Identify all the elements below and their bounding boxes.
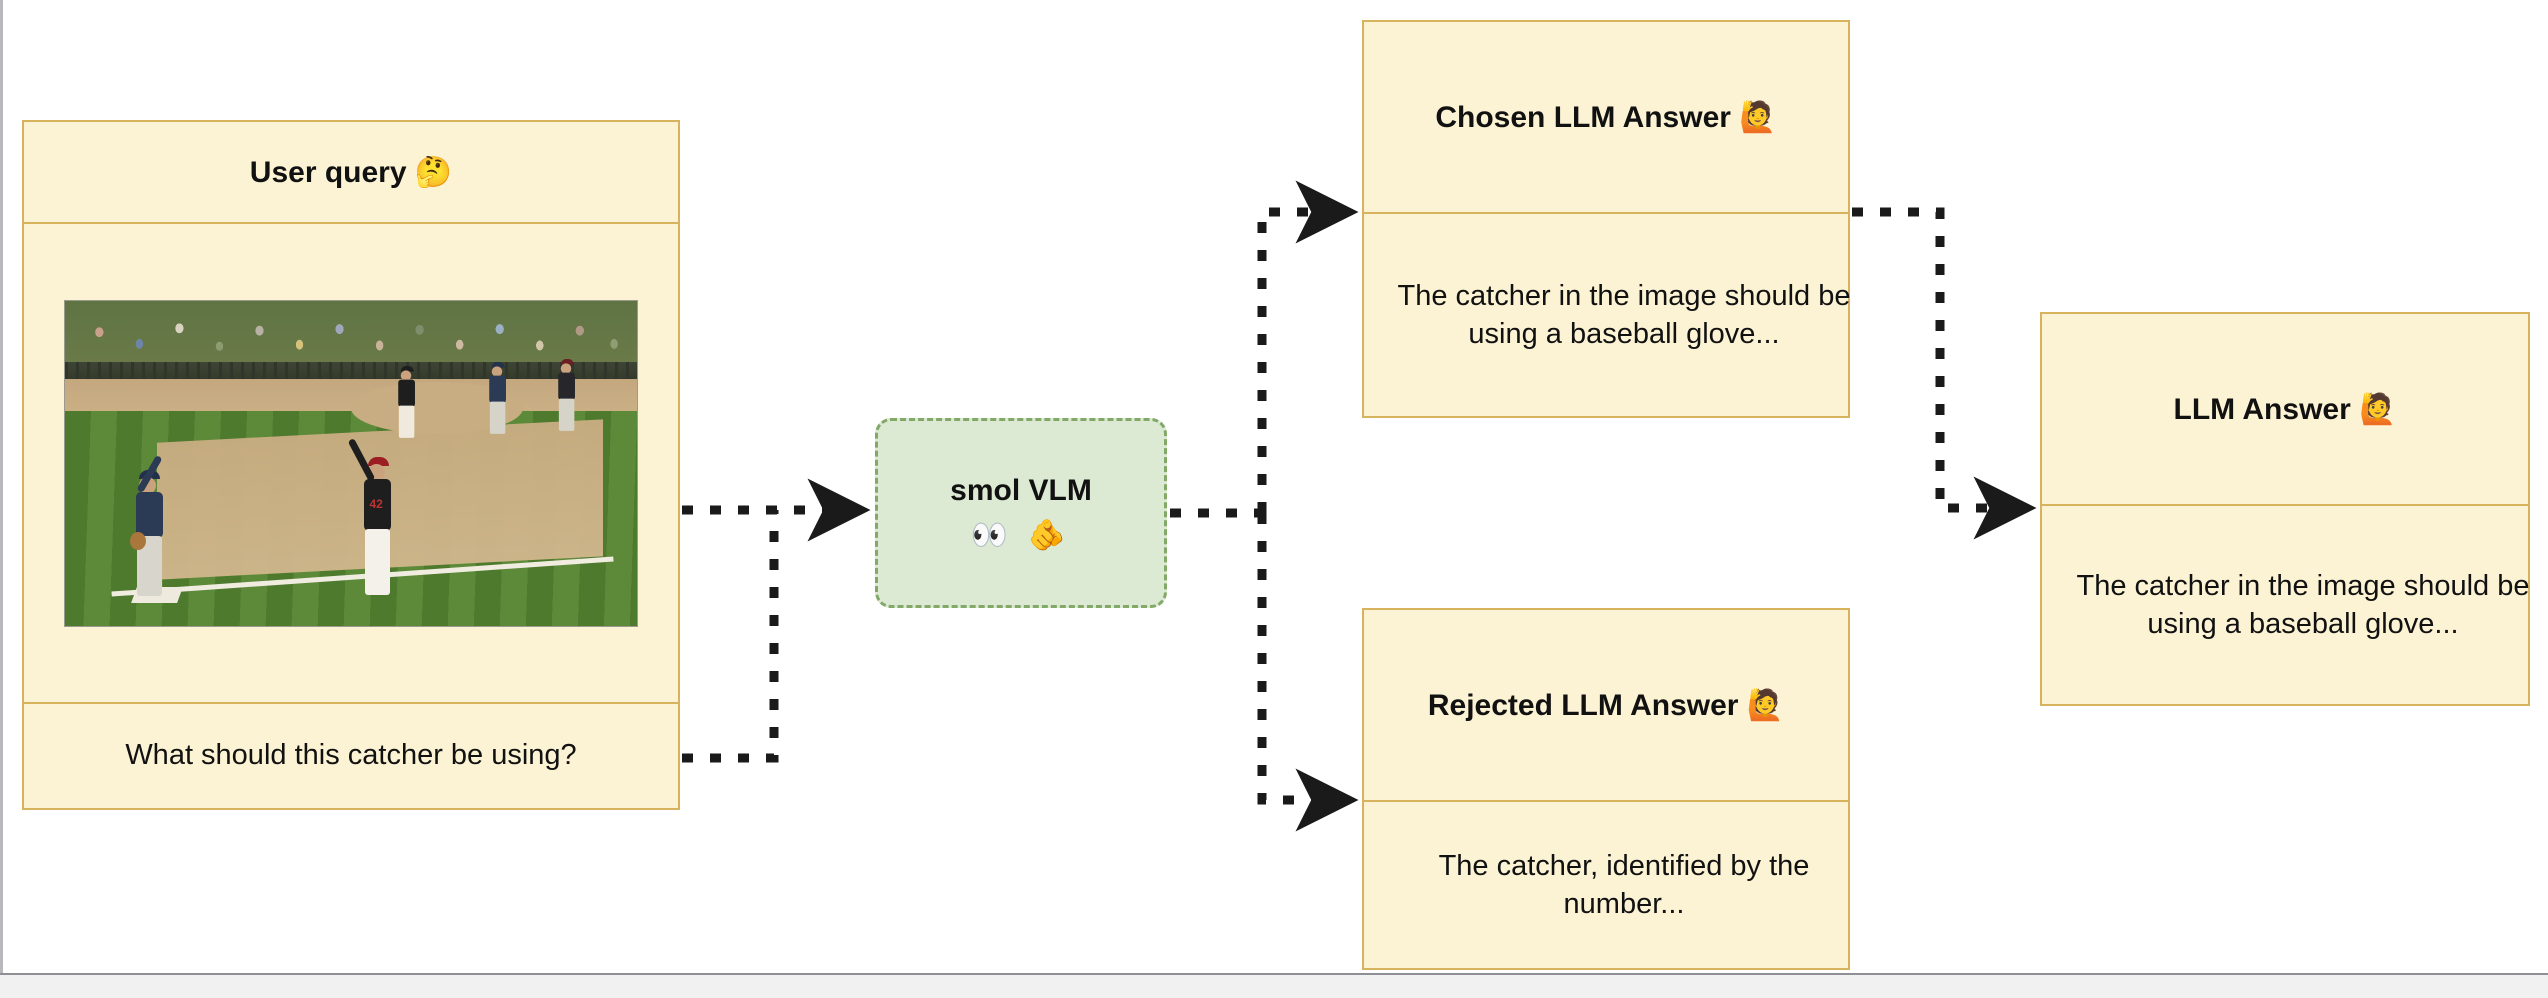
user-query-question: What should this catcher be using? [125, 739, 577, 772]
viewport-left-border [0, 0, 3, 975]
eyes-and-pointing-hand-icon: 👀 🫵 [970, 518, 1072, 552]
rejected-answer-title: Rejected LLM Answer 🙋 [1427, 688, 1785, 722]
rejected-divider [1364, 800, 1848, 802]
user-query-divider-2 [24, 702, 678, 704]
edge-question-to-model [682, 510, 779, 763]
chosen-answer-title: Chosen LLM Answer 🙋 [1435, 100, 1777, 134]
user-query-divider-1 [24, 222, 678, 224]
horizontal-scrollbar[interactable] [0, 973, 2548, 998]
user-query-image-cell: 42 [24, 224, 678, 702]
photo-fence [65, 362, 637, 379]
node-smol-vlm[interactable]: smol VLM 👀 🫵 [875, 418, 1167, 608]
user-query-title: User query 🤔 [249, 155, 453, 189]
node-llm-answer[interactable]: LLM Answer 🙋 The catcher in the image sh… [2040, 312, 2530, 706]
llm-answer-divider [2042, 504, 2528, 506]
baseball-field-photo: 42 [64, 299, 638, 627]
chosen-divider [1364, 212, 1848, 214]
edge-model-to-rejected [1257, 513, 1359, 832]
chosen-answer-body: The catcher in the image should be using… [1397, 280, 1851, 350]
node-user-query[interactable]: User query 🤔 [22, 120, 680, 810]
node-chosen-llm-answer[interactable]: Chosen LLM Answer 🙋 The catcher in the i… [1362, 20, 1851, 418]
llm-answer-title: LLM Answer 🙋 [2173, 392, 2397, 426]
node-rejected-llm-answer[interactable]: Rejected LLM Answer 🙋 The catcher, ident… [1362, 608, 1850, 970]
smol-vlm-label: smol VLM [950, 473, 1092, 507]
rejected-answer-body: The catcher, identified by the number... [1438, 850, 1810, 920]
llm-answer-body: The catcher in the image should be using… [2076, 570, 2530, 640]
edge-model-to-chosen [1257, 180, 1359, 513]
